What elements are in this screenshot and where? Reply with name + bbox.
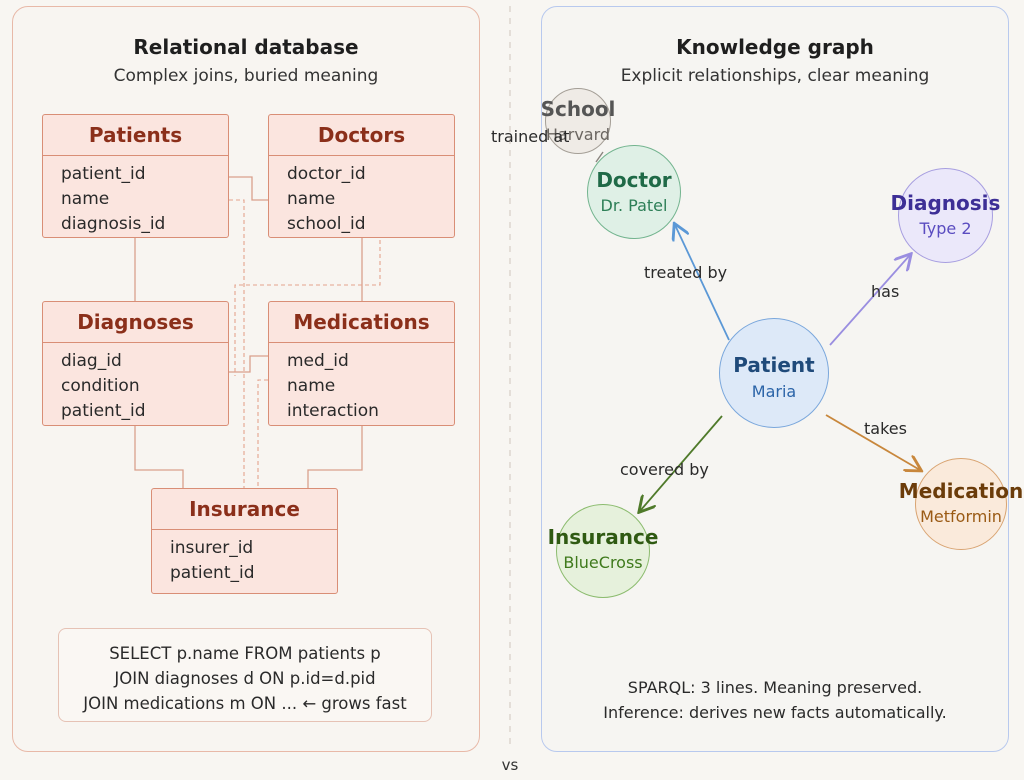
node-school: School Harvard: [541, 88, 615, 154]
field: med_id: [287, 351, 349, 371]
edge-trained-at: [595, 151, 604, 163]
node-value: Maria: [751, 382, 797, 401]
edge-has: [829, 255, 910, 346]
relational-title: Relational database: [133, 35, 359, 59]
table-patients: Patients patient_id name diagnosis_id: [42, 114, 229, 238]
edge-treated-by: [675, 225, 730, 341]
field: doctor_id: [287, 164, 366, 184]
relational-subtitle: Complex joins, buried meaning: [113, 66, 379, 86]
table-diagnoses: Diagnoses diag_id condition patient_id: [42, 301, 229, 426]
node-patient: Patient Maria: [719, 318, 829, 428]
field: patient_id: [170, 563, 255, 583]
table-insurance: Insurance insurer_id patient_id: [151, 488, 338, 594]
table-title: Diagnoses: [43, 302, 228, 343]
node-label: Doctor: [596, 168, 672, 192]
node-label: School: [540, 97, 616, 121]
node-value: Type 2: [919, 219, 972, 238]
edge-label-has: has: [871, 282, 900, 301]
graph-footer-line: SPARQL: 3 lines. Meaning preserved.: [627, 678, 923, 697]
field: interaction: [287, 401, 379, 421]
field: diag_id: [61, 351, 122, 371]
edge-label-trained-at: trained at: [491, 127, 570, 146]
sql-line: SELECT p.name FROM patients p: [109, 644, 381, 663]
sql-line: JOIN medications m ON ... ← grows fast: [83, 694, 407, 713]
edge-takes: [825, 414, 920, 470]
graph-subtitle: Explicit relationships, clear meaning: [620, 66, 930, 86]
field: insurer_id: [170, 538, 254, 558]
node-insurance: Insurance BlueCross: [548, 504, 658, 598]
table-medications: Medications med_id name interaction: [268, 301, 455, 426]
field: condition: [61, 376, 140, 396]
table-title: Medications: [269, 302, 454, 343]
table-title: Doctors: [269, 115, 454, 156]
edge-label-treated-by: treated by: [644, 263, 728, 282]
table-links: [134, 176, 363, 488]
link-diagnoses-medications: [229, 355, 268, 373]
dash-patients-insurance: [229, 199, 245, 488]
table-title: Patients: [43, 115, 228, 156]
dash-medications-insurance: [257, 379, 268, 510]
field: name: [61, 189, 110, 209]
field: name: [287, 189, 336, 209]
field: patient_id: [61, 164, 146, 184]
table-doctors: Doctors doctor_id name school_id: [268, 114, 455, 238]
graph-title: Knowledge graph: [676, 35, 874, 59]
node-diagnosis: Diagnosis Type 2: [891, 168, 1000, 263]
vs-label: vs: [501, 756, 519, 774]
knowledge-graph-panel: [541, 6, 1009, 752]
node-value: Dr. Patel: [600, 196, 668, 215]
graph-footer-line: Inference: derives new facts automatical…: [603, 703, 947, 722]
node-value: Harvard: [545, 125, 611, 144]
field: diagnosis_id: [61, 214, 166, 234]
node-label: Insurance: [547, 525, 659, 549]
field: name: [287, 376, 336, 396]
node-value: BlueCross: [563, 553, 643, 572]
node-label: Patient: [733, 353, 815, 377]
edge-label-covered-by: covered by: [620, 460, 709, 479]
link-diagnoses-insurance: [134, 426, 184, 488]
field: patient_id: [61, 401, 146, 421]
link-patients-doctors: [229, 176, 268, 201]
edge-label-takes: takes: [864, 419, 907, 438]
node-label: Diagnosis: [890, 191, 1001, 215]
table-title: Insurance: [152, 489, 337, 530]
sql-query-box: SELECT p.name FROM patients p JOIN diagn…: [58, 628, 432, 722]
node-label: Medication: [898, 479, 1024, 503]
node-value: Metformin: [920, 507, 1002, 526]
edge-covered-by: [640, 415, 723, 511]
field: school_id: [287, 214, 366, 234]
sql-line: JOIN diagnoses d ON p.id=d.pid: [114, 669, 376, 688]
link-medications-insurance: [307, 426, 363, 488]
node-medication: Medication Metformin: [899, 458, 1023, 550]
node-doctor: Doctor Dr. Patel: [587, 145, 681, 239]
